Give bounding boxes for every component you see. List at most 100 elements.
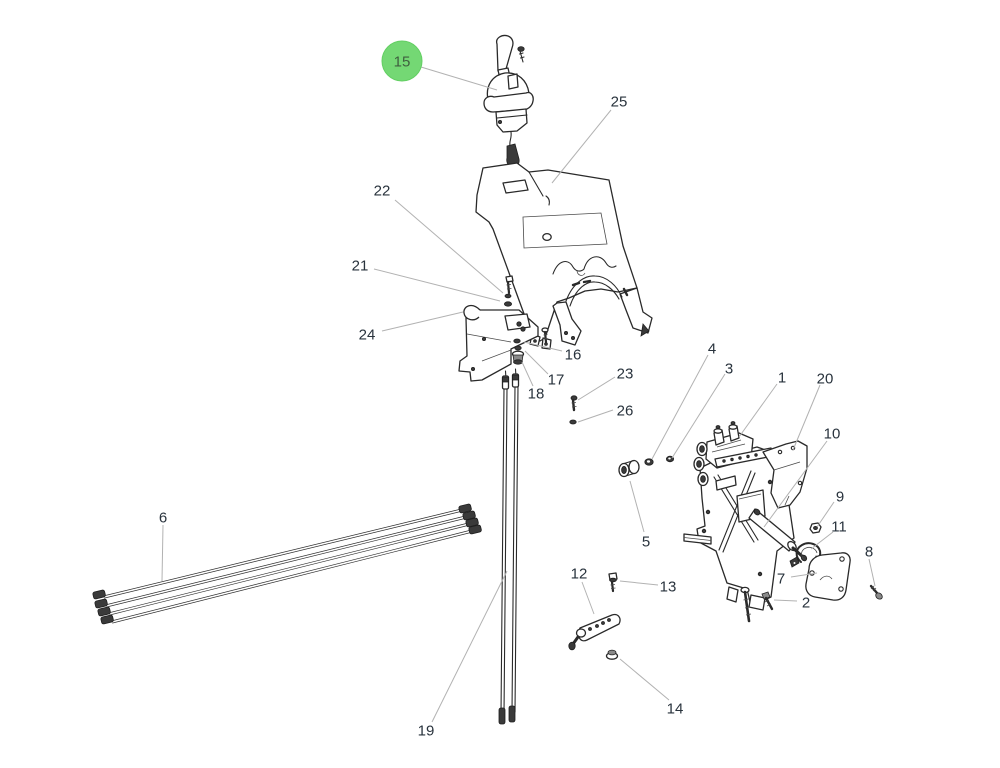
part-shift-rods-shape (512, 374, 519, 381)
part-bolt-2 (761, 591, 774, 611)
part-valve-block-shape (730, 457, 734, 462)
leader-line-11 (810, 531, 834, 550)
grommet-18-shape (513, 359, 523, 365)
part-shift-lever-shape (507, 73, 519, 90)
callout-1[interactable]: 1 (778, 370, 786, 387)
callout-21[interactable]: 21 (352, 258, 369, 275)
part-valve-block-shape (713, 428, 723, 434)
callout-16[interactable]: 16 (565, 347, 582, 364)
part-console-cover-shape (545, 195, 550, 206)
part-valve-block (693, 421, 774, 487)
part-bolt-2-shape (764, 599, 772, 607)
leader-line-25 (551, 109, 612, 184)
callout-23[interactable]: 23 (617, 366, 634, 383)
part-console-cover-shape (522, 212, 608, 249)
leader-line-23 (577, 376, 616, 401)
part-console-cover-shape (552, 256, 617, 275)
rod-shape (97, 606, 111, 617)
part-push-rod-shape (791, 546, 805, 559)
highlight-circle-15[interactable] (381, 40, 423, 82)
part-cover-plate-shape (838, 586, 844, 592)
part-bolt-13-shape (610, 580, 615, 593)
leader-line-24 (381, 311, 464, 332)
callout-12[interactable]: 12 (571, 566, 588, 583)
callout-4[interactable]: 4 (708, 341, 716, 358)
callout-6[interactable]: 6 (159, 510, 167, 527)
part-washer-4-shape (646, 460, 651, 463)
part-shift-arm-shape (607, 618, 611, 622)
part-screw-8-shape (875, 592, 883, 600)
part-main-housing-shape (767, 479, 773, 485)
part-shift-arm-shape (601, 621, 605, 625)
callout-22[interactable]: 22 (374, 183, 391, 200)
part-valve-block-shape (730, 421, 736, 425)
leader-line-15 (420, 66, 498, 91)
rod-shape (108, 523, 470, 615)
bolt-23-shape (571, 402, 577, 408)
callout-11[interactable]: 11 (831, 519, 847, 536)
rod (100, 524, 482, 625)
part-console-cover (475, 162, 653, 350)
rod-shape (458, 503, 472, 514)
rod (92, 503, 472, 600)
washer-17a (513, 338, 521, 344)
part-shift-lever-shape (496, 34, 514, 72)
part-push-rod-shape (748, 508, 796, 552)
part-mounting-bracket-shape (463, 304, 481, 321)
rod-shape (105, 516, 467, 607)
callout-25[interactable]: 25 (611, 94, 628, 111)
callout-26[interactable]: 26 (617, 403, 634, 420)
rod-shape (468, 524, 482, 535)
rod-shape (100, 614, 114, 625)
callout-20[interactable]: 20 (817, 371, 834, 388)
part-console-cover-shape (640, 323, 650, 337)
callout-7[interactable]: 7 (777, 571, 785, 588)
housing-stud (740, 586, 752, 623)
part-mounting-bracket-shape (481, 336, 486, 341)
callout-3[interactable]: 3 (725, 361, 733, 378)
callout-2[interactable]: 2 (802, 595, 810, 612)
nut-26 (569, 419, 577, 425)
part-main-housing-shape (738, 493, 762, 500)
part-console-cover-shape (619, 287, 653, 334)
callout-14[interactable]: 14 (667, 701, 684, 718)
leader-line-5 (629, 480, 645, 533)
bolt-16-shape (543, 330, 548, 344)
callout-13[interactable]: 13 (660, 579, 677, 596)
part-shift-lever-shape (496, 114, 528, 119)
callout-24[interactable]: 24 (359, 327, 376, 344)
callout-10[interactable]: 10 (824, 426, 841, 443)
part-console-cover-shape (565, 275, 623, 302)
part-push-rod (748, 508, 808, 562)
washer-21a (504, 293, 512, 299)
callout-8[interactable]: 8 (865, 544, 873, 561)
part-shift-rods-shape (508, 705, 516, 723)
part-cover-plate-shape (839, 556, 845, 562)
part-shift-lever-shape (509, 131, 512, 147)
washer-21b (503, 301, 512, 307)
part-main-housing-shape (683, 537, 712, 541)
washer-17b (514, 345, 522, 351)
part-clip-3-shape (668, 457, 671, 460)
callout-17[interactable]: 17 (548, 372, 565, 389)
leader-line-6 (161, 524, 164, 582)
bolt-22-shape (506, 280, 511, 295)
leader-line-9 (816, 501, 835, 528)
callout-18[interactable]: 18 (528, 386, 545, 403)
bolt-16 (541, 327, 549, 344)
leader-line-19 (431, 570, 508, 723)
callout-19[interactable]: 19 (418, 723, 435, 740)
part-main-housing-shape (748, 594, 766, 611)
bolt-23 (570, 395, 578, 412)
part-console-cover-shape (571, 279, 629, 297)
part-bushing-5-shape (621, 465, 627, 474)
callout-9[interactable]: 9 (836, 489, 844, 506)
callout-5[interactable]: 5 (642, 534, 650, 551)
leader-line-13 (619, 580, 659, 586)
part-bolt-13-shape (610, 584, 616, 589)
rod-shape (111, 530, 473, 623)
callout-15[interactable]: 15 (394, 54, 411, 71)
rod-shape (462, 510, 476, 521)
bolt-22-shape (506, 284, 512, 290)
